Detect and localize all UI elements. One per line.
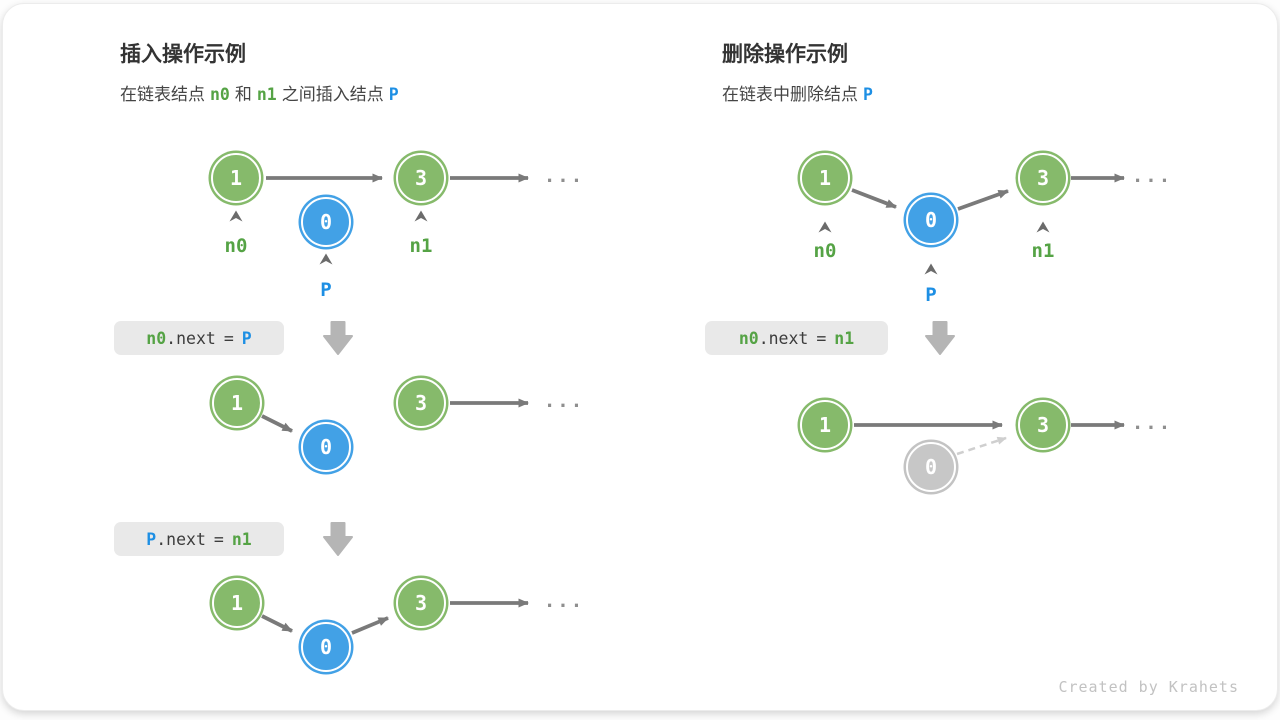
delete-panel-subtitle: 在链表中删除结点 P — [722, 80, 878, 105]
list-node: 1 — [212, 378, 262, 428]
var-p: P — [388, 85, 399, 104]
code-prop: .next — [156, 529, 206, 549]
code-box-delete-1: n0.next = n1 — [705, 321, 888, 355]
var-p: P — [863, 85, 873, 104]
pointer-label-n1: n1 — [409, 235, 433, 257]
list-node-p: 0 — [301, 622, 351, 672]
list-node: 3 — [396, 378, 446, 428]
code-prop: .next — [758, 328, 809, 348]
subtitle-text: 之间插入结点 — [281, 85, 384, 104]
list-node-removed: 0 — [906, 442, 956, 492]
list-node: 1 — [212, 578, 262, 628]
ellipsis: ... — [1131, 165, 1173, 187]
credit-text: Created by Krahets — [1058, 678, 1239, 696]
code-rhs: P — [241, 328, 252, 348]
insert-panel-title: 插入操作示例 — [120, 43, 246, 66]
code-lhs: n0 — [146, 328, 167, 348]
list-node-p: 0 — [906, 195, 956, 245]
code-eq: = — [223, 328, 234, 348]
pointer-label-n1: n1 — [1031, 240, 1055, 262]
list-node: 3 — [396, 578, 446, 628]
list-node: 3 — [1018, 153, 1068, 203]
var-n1: n1 — [256, 85, 277, 104]
pointer-label-p: P — [925, 284, 937, 306]
subtitle-text: 在链表结点 — [120, 85, 205, 104]
code-eq: = — [816, 328, 827, 348]
list-node: 3 — [1018, 400, 1068, 450]
pointer-label-p: P — [320, 279, 332, 301]
list-node: 1 — [800, 400, 850, 450]
code-lhs: n0 — [738, 328, 759, 348]
code-box-insert-1: n0.next = P — [114, 321, 284, 355]
code-box-insert-2: P.next = n1 — [114, 522, 284, 556]
delete-panel-title: 删除操作示例 — [722, 43, 848, 66]
code-rhs: n1 — [231, 529, 252, 549]
list-node-p: 0 — [301, 197, 351, 247]
code-eq: = — [213, 529, 224, 549]
figure-card — [2, 3, 1278, 711]
code-lhs: P — [146, 529, 157, 549]
ellipsis: ... — [543, 590, 585, 612]
list-node: 1 — [800, 153, 850, 203]
pointer-label-n0: n0 — [813, 240, 837, 262]
list-node: 3 — [396, 153, 446, 203]
ellipsis: ... — [1131, 412, 1173, 434]
code-rhs: n1 — [834, 328, 855, 348]
ellipsis: ... — [543, 165, 585, 187]
subtitle-text: 在链表中删除结点 — [722, 85, 858, 104]
subtitle-text: 和 — [234, 85, 252, 104]
ellipsis: ... — [543, 390, 585, 412]
list-node: 1 — [211, 153, 261, 203]
code-prop: .next — [166, 328, 216, 348]
pointer-label-n0: n0 — [224, 235, 248, 257]
var-n0: n0 — [210, 85, 230, 104]
list-node-p: 0 — [301, 422, 351, 472]
